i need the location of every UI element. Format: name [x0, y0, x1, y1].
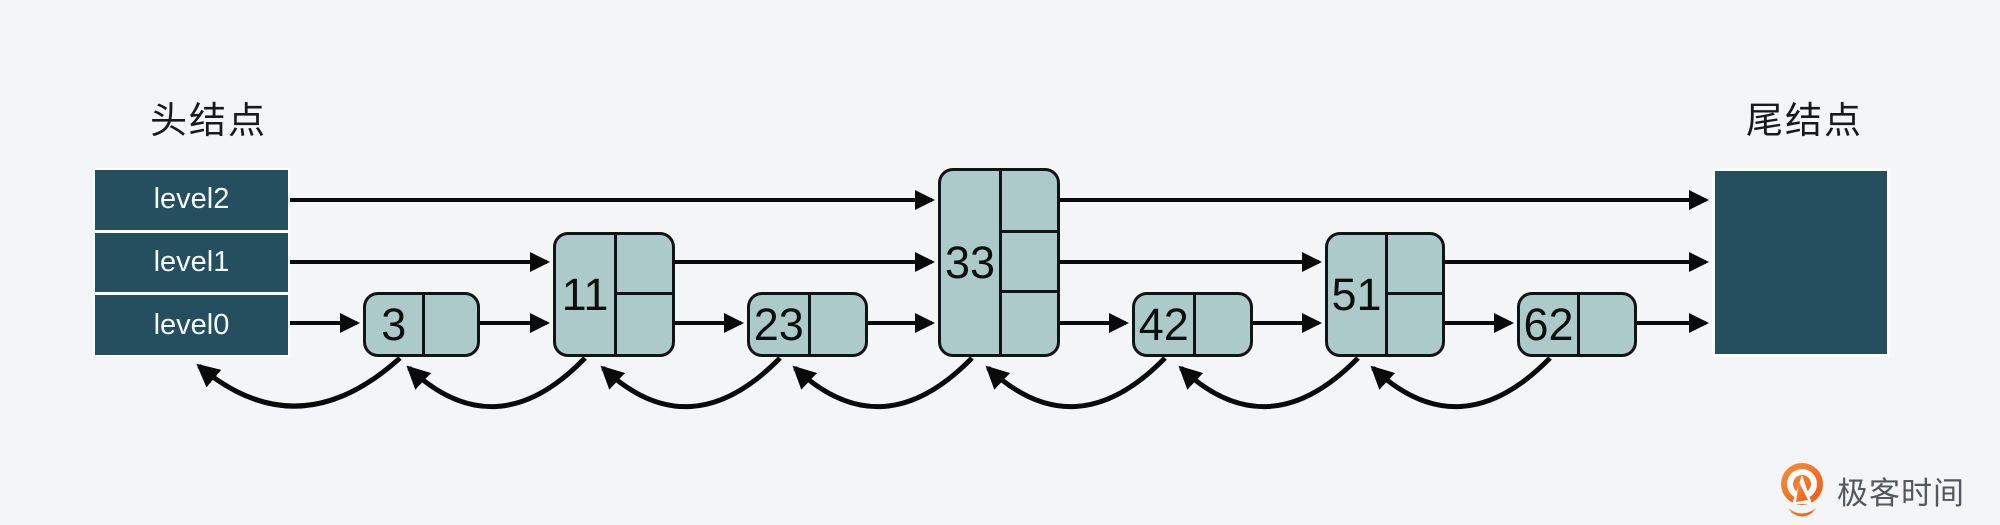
- pointer-cell-level0: [617, 295, 672, 354]
- pointer-cell-level0: [811, 295, 866, 354]
- node-62: 62: [1517, 292, 1637, 357]
- node-pointer-column: [1385, 235, 1442, 354]
- pointer-cell-level0: [1580, 295, 1634, 354]
- logo-text: 极客时间: [1837, 475, 1965, 511]
- node-value: 33: [944, 236, 996, 288]
- node-value: 11: [561, 268, 609, 320]
- node-pointer-column: [614, 235, 672, 354]
- head-node-label: 头结点: [150, 100, 267, 141]
- node-23: 23: [747, 292, 868, 357]
- node-pointer-column: [807, 295, 866, 354]
- pointer-cell-level1: [1388, 235, 1442, 295]
- pointer-cell-level0: [1196, 295, 1251, 354]
- pointer-cell-level0: [1388, 295, 1442, 354]
- node-pointer-column: [999, 171, 1057, 354]
- tail-node-label: 尾结点: [1746, 100, 1863, 141]
- node-11: 11: [553, 232, 675, 357]
- pointer-cell-level0: [1002, 293, 1057, 354]
- backward-arrows: [196, 356, 1552, 410]
- node-value: 42: [1138, 298, 1189, 350]
- node-pointer-column: [421, 295, 478, 354]
- head-node: level2 level1 level0: [93, 168, 290, 357]
- pointer-cell-level1: [617, 235, 672, 295]
- node-value: 3: [381, 298, 407, 350]
- tail-node: [1712, 168, 1890, 357]
- pointer-cell-level1: [1002, 233, 1057, 293]
- node-pointer-column: [1192, 295, 1251, 354]
- logo: 极客时间: [1779, 461, 1965, 519]
- node-51: 51: [1325, 232, 1445, 357]
- node-value: 51: [1331, 268, 1382, 320]
- node-42: 42: [1132, 292, 1253, 357]
- node-value: 23: [753, 298, 804, 350]
- node-value: 62: [1523, 298, 1574, 350]
- pointer-cell-level0: [425, 295, 478, 354]
- head-row-level2: level2: [95, 170, 288, 230]
- node-33: 33: [938, 168, 1060, 357]
- geektime-logo-icon: [1781, 463, 1823, 517]
- node-3: 3: [363, 292, 480, 357]
- pointer-cell-level2: [1002, 171, 1057, 233]
- head-row-level1: level1: [95, 232, 288, 293]
- node-pointer-column: [1577, 295, 1634, 354]
- head-row-level0: level0: [95, 295, 288, 356]
